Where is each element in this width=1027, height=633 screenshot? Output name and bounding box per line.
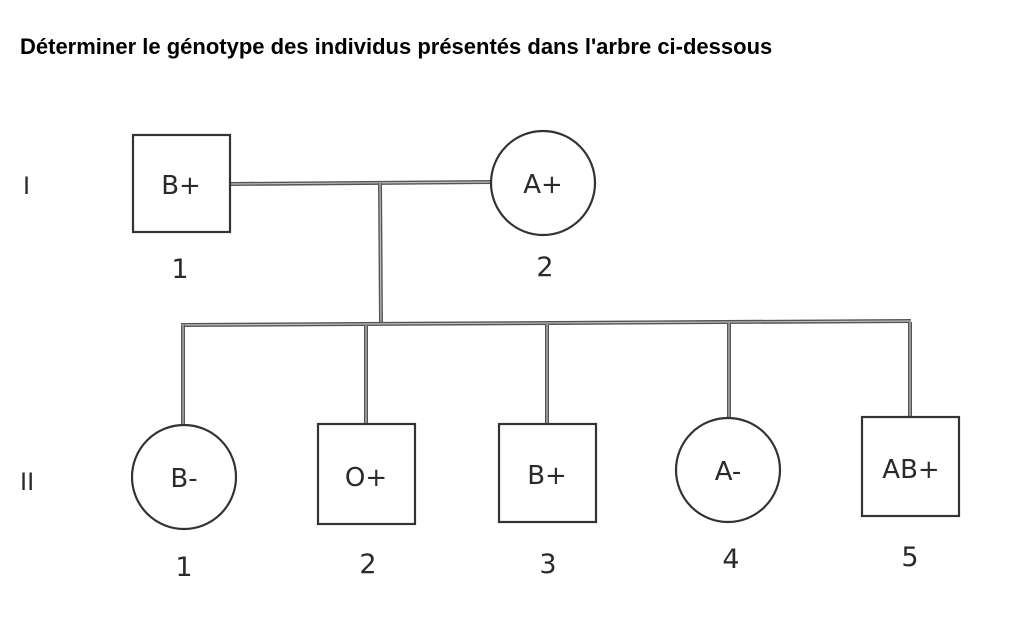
individual-number: 2 (359, 549, 376, 580)
phenotype-label: AB+ (882, 455, 939, 485)
page-title: Déterminer le génotype des individus pré… (20, 34, 773, 59)
individual-number: 5 (901, 542, 918, 573)
phenotype-label: B- (170, 464, 197, 494)
phenotype-label: B+ (161, 171, 201, 201)
individual-II-5: AB+ 5 (860, 415, 961, 573)
generation-label-1: I (23, 172, 30, 200)
individual-number: 4 (722, 544, 739, 575)
individual-number: 3 (539, 549, 556, 580)
male-square (131, 133, 232, 234)
female-circle (674, 416, 782, 524)
female-circle (130, 423, 238, 531)
individual-II-1: B- 1 (130, 423, 238, 583)
male-square (316, 422, 417, 526)
female-circle (489, 129, 597, 237)
individual-II-4: A- 4 (674, 416, 782, 575)
phenotype-label: O+ (345, 463, 387, 493)
individual-number: 1 (171, 254, 188, 285)
male-square (497, 422, 598, 524)
individual-number: 2 (536, 252, 553, 283)
individual-number: 1 (175, 552, 192, 583)
pedigree-connectors (180, 180, 912, 425)
individual-II-3: B+ 3 (497, 422, 598, 580)
male-square (860, 415, 961, 518)
phenotype-label: B+ (527, 461, 567, 491)
individual-I-1: B+ 1 (131, 133, 232, 285)
individual-II-2: O+ 2 (316, 422, 417, 580)
individual-I-2: A+ 2 (489, 129, 597, 283)
phenotype-label: A- (715, 457, 742, 487)
phenotype-label: A+ (523, 170, 563, 200)
generation-label-2: II (20, 468, 34, 496)
